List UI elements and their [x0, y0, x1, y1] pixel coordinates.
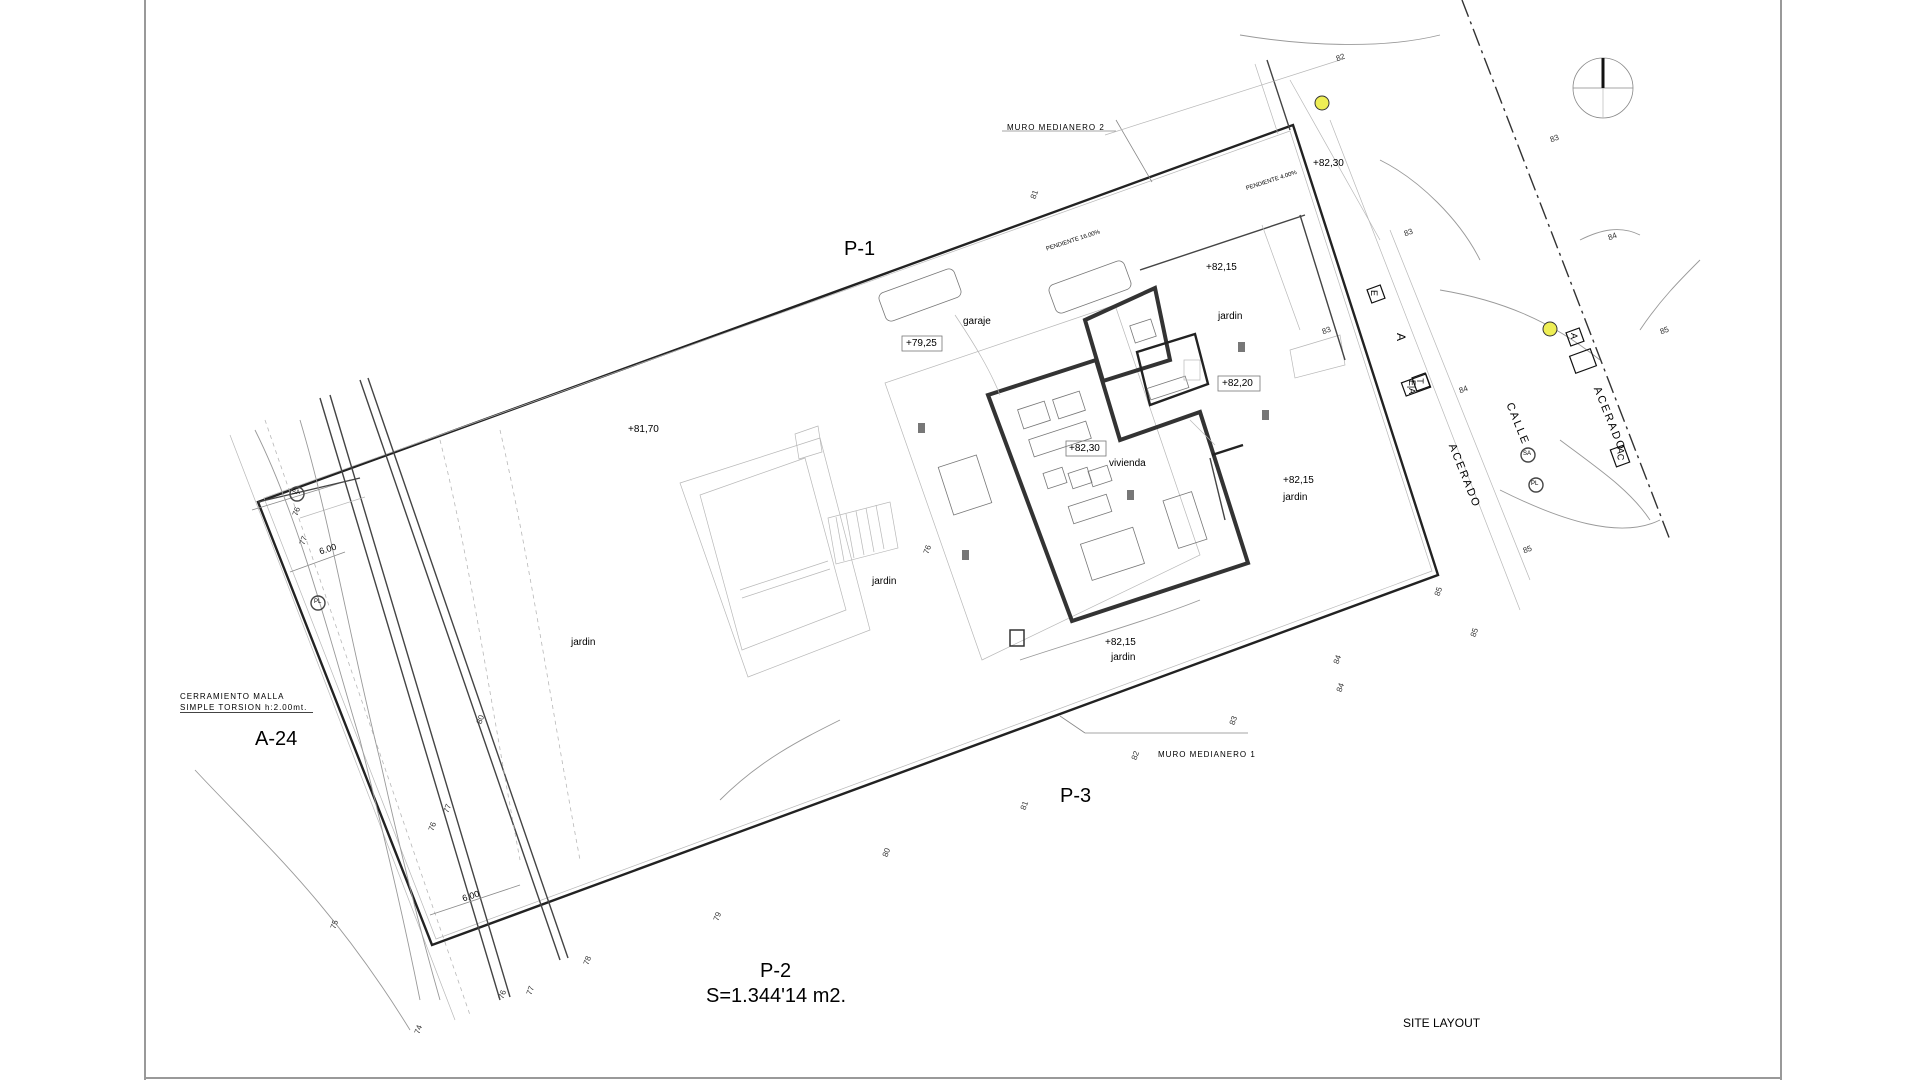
- plot-label-east: P-3: [1060, 785, 1092, 807]
- street-a: A: [1394, 332, 1409, 342]
- contour-label: 83: [1227, 714, 1240, 727]
- sheet-frame: [144, 0, 1782, 1080]
- service-ac: AC: [1615, 447, 1626, 461]
- fence-note-line1: CERRAMIENTO MALLA: [180, 692, 285, 701]
- room-garden-west: jardin: [571, 637, 596, 648]
- contour-label: 84: [1334, 681, 1347, 694]
- level-8215-east: +82,15: [1283, 475, 1314, 486]
- garden-steps: [827, 501, 899, 565]
- contour-label: 85: [1521, 543, 1534, 556]
- level-8215-north: +82,15: [1206, 262, 1237, 273]
- street-lines: [1289, 0, 1671, 611]
- contour-label: 77: [441, 802, 454, 815]
- level-8215-south: +82,15: [1105, 637, 1136, 648]
- contour-label: 85: [1468, 626, 1481, 639]
- party-walls: [1002, 59, 1291, 734]
- room-garage: garaje: [963, 316, 991, 327]
- plot-label-west: A-24: [255, 728, 298, 750]
- contour-lines: [194, 34, 1701, 1031]
- level-boxes: [901, 335, 1261, 457]
- swimming-pool: [679, 425, 871, 678]
- contour-label: 75: [328, 918, 341, 931]
- plot-label-south: P-2: [760, 960, 792, 982]
- room-house: vivienda: [1109, 458, 1146, 469]
- contour-label: 85: [1432, 585, 1445, 598]
- room-garden-east: jardin: [1283, 492, 1308, 503]
- contour-label: 76: [496, 988, 509, 1001]
- service-ea: E|A: [1407, 379, 1418, 395]
- room-garden-north: jardin: [1218, 311, 1243, 322]
- plot-label-north: P-1: [844, 238, 876, 260]
- contour-label: 74: [412, 1023, 425, 1036]
- contour-label: 78: [581, 954, 594, 967]
- level-7925: +79,25: [906, 338, 937, 349]
- service-pl-1: PL: [314, 599, 322, 605]
- contour-label: 77: [297, 534, 310, 547]
- dimension-bottom: 6.00: [460, 888, 481, 904]
- contour-label: 81: [1028, 188, 1041, 201]
- contour-label: 83: [1320, 324, 1333, 337]
- garage-ramp: [954, 59, 1346, 396]
- house-furniture: [918, 318, 1346, 647]
- contour-label: 80: [474, 713, 487, 726]
- wall-note-1: MURO MEDIANERO 1: [1158, 750, 1256, 759]
- contour-label: 84: [1331, 653, 1344, 666]
- slope-note-2: PENDIENTE 4.00%: [1245, 169, 1298, 193]
- level-8170: +81,70: [628, 424, 659, 435]
- contour-label: 79: [711, 910, 724, 923]
- fence-note-line2: SIMPLE TORSION h:2.00mt.: [180, 703, 314, 713]
- dimension-top: 6.00: [317, 541, 338, 557]
- contour-label: 85: [1658, 324, 1671, 337]
- street-calle: CALLE: [1503, 400, 1532, 448]
- sheet-title: SITE LAYOUT: [1403, 1016, 1481, 1030]
- slope-note-1: PENDIENTE 16.00%: [1045, 229, 1101, 253]
- contour-label: 84: [1606, 230, 1619, 243]
- level-8230-ne: +82,30: [1313, 158, 1344, 169]
- terrace-outline: [884, 304, 1201, 661]
- contour-label: 76: [290, 505, 303, 518]
- service-sa-1: SA: [292, 490, 301, 496]
- contour-label: 77: [524, 984, 537, 997]
- contour-label: 82: [1129, 749, 1142, 762]
- service-boxes: [289, 95, 1631, 611]
- room-garden-pool: jardin: [872, 576, 897, 587]
- street-acerado-1: ACERADO: [1445, 442, 1483, 510]
- contour-label: 83: [1548, 132, 1561, 145]
- level-8220: +82,20: [1222, 378, 1253, 389]
- service-e: E: [1369, 289, 1380, 297]
- service-sa-2: SA: [1523, 451, 1532, 457]
- contour-label: 76: [426, 820, 439, 833]
- level-8230-house: +82,30: [1069, 443, 1100, 454]
- service-a: A: [1569, 332, 1580, 340]
- contour-label: 81: [1018, 799, 1031, 812]
- house-walls: [985, 285, 1251, 624]
- plot-area: S=1.344'14 m2.: [706, 985, 847, 1007]
- contour-label: 83: [1402, 226, 1415, 239]
- contour-label: 80: [880, 846, 893, 859]
- room-garden-south: jardin: [1111, 652, 1136, 663]
- car-icon: [878, 260, 1132, 322]
- contour-label: 82: [1334, 51, 1347, 64]
- north-arrow-icon: [1572, 57, 1634, 119]
- service-pl-2: PL: [1531, 481, 1539, 487]
- contour-label: 84: [1457, 383, 1470, 396]
- west-fence-lines: [229, 377, 569, 1021]
- wall-note-2: MURO MEDIANERO 2: [1007, 123, 1105, 132]
- street-acerado-2: ACERADO: [1590, 385, 1628, 453]
- contour-label: 76: [921, 543, 934, 556]
